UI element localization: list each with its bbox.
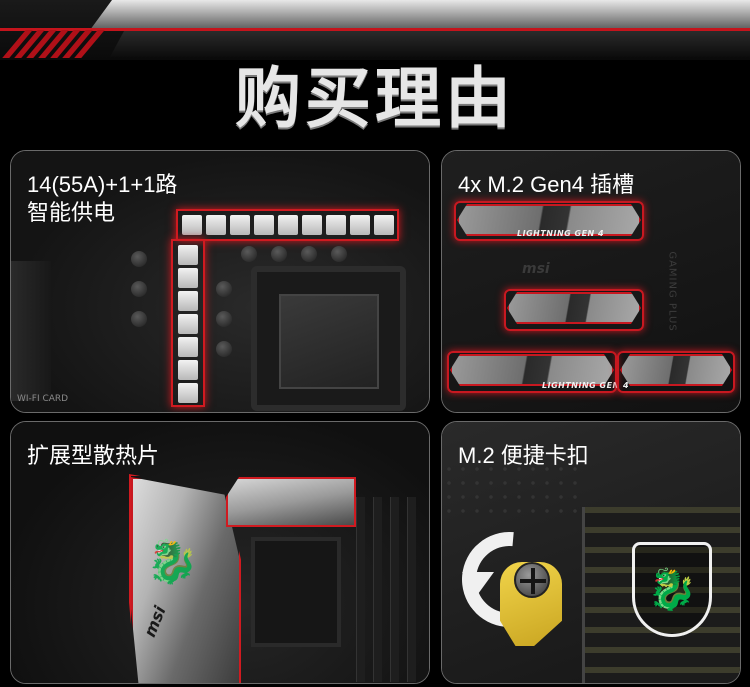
top-silver-bar <box>90 0 750 30</box>
m2-heatsink-4 <box>620 354 732 386</box>
m2-heatsink-2 <box>507 292 641 324</box>
choke-row-highlight <box>176 209 399 241</box>
panel-vrm-title-line1: 14(55A)+1+1路 <box>27 172 178 197</box>
top-red-line <box>0 28 750 31</box>
msi-board-logo: msi <box>522 261 550 277</box>
wifi-card-label: WI-FI CARD <box>17 394 69 404</box>
panel-m2-title: 4x M.2 Gen4 插槽 <box>458 172 635 197</box>
rotate-arrow-head-icon <box>462 572 494 594</box>
panel-heatsink: 🐉 msi 扩展型散热片 <box>10 421 430 684</box>
dragon-logo-icon: 🐉 <box>146 537 199 586</box>
pcb-pattern <box>442 462 582 522</box>
panel-vrm-title-line2: 智能供电 <box>27 200 116 225</box>
top-shade <box>110 31 750 57</box>
top-decor-band <box>0 0 750 60</box>
m2-slot-4-frame <box>617 351 735 393</box>
io-port-area <box>11 261 51 401</box>
screw-icon <box>514 562 550 598</box>
red-stripes-decor <box>0 30 110 58</box>
m2-heatsink-1 <box>457 204 641 236</box>
panel-heatsink-title: 扩展型散热片 <box>27 443 160 468</box>
panel-clip-title: M.2 便捷卡扣 <box>458 443 589 468</box>
gaming-plus-label: GAMING PLUS <box>666 251 678 332</box>
panel-m2-slots: msi GAMING PLUS LIGHTNING GEN 4 LIGHTNIN… <box>441 150 741 413</box>
vrm-heatsink-top <box>226 477 356 527</box>
cpu-socket <box>251 537 341 647</box>
m2-heatsink-3-text: LIGHTNING GEN 4 <box>542 381 630 390</box>
m2-heatsink-1-text: LIGHTNING GEN 4 <box>517 229 605 238</box>
dragon-logo-icon: 🐉 <box>632 542 712 637</box>
m2-slot-2-frame <box>504 289 644 331</box>
cpu-socket <box>251 266 406 411</box>
page-title: 购买理由 <box>235 61 515 135</box>
panel-vrm: WI-FI CARD 14(55A)+1+1路 智能供电 <box>10 150 430 413</box>
ssd-board <box>582 507 740 683</box>
m2-slot-3-frame <box>447 351 617 393</box>
panel-vrm-title: 14(55A)+1+1路 智能供电 <box>27 171 177 227</box>
m2-slot-1-frame <box>454 201 644 241</box>
m2-heatsink-3 <box>450 354 614 386</box>
panel-m2-clip: 🐉 M.2 便捷卡扣 <box>441 421 741 684</box>
choke-column-highlight <box>171 239 205 407</box>
